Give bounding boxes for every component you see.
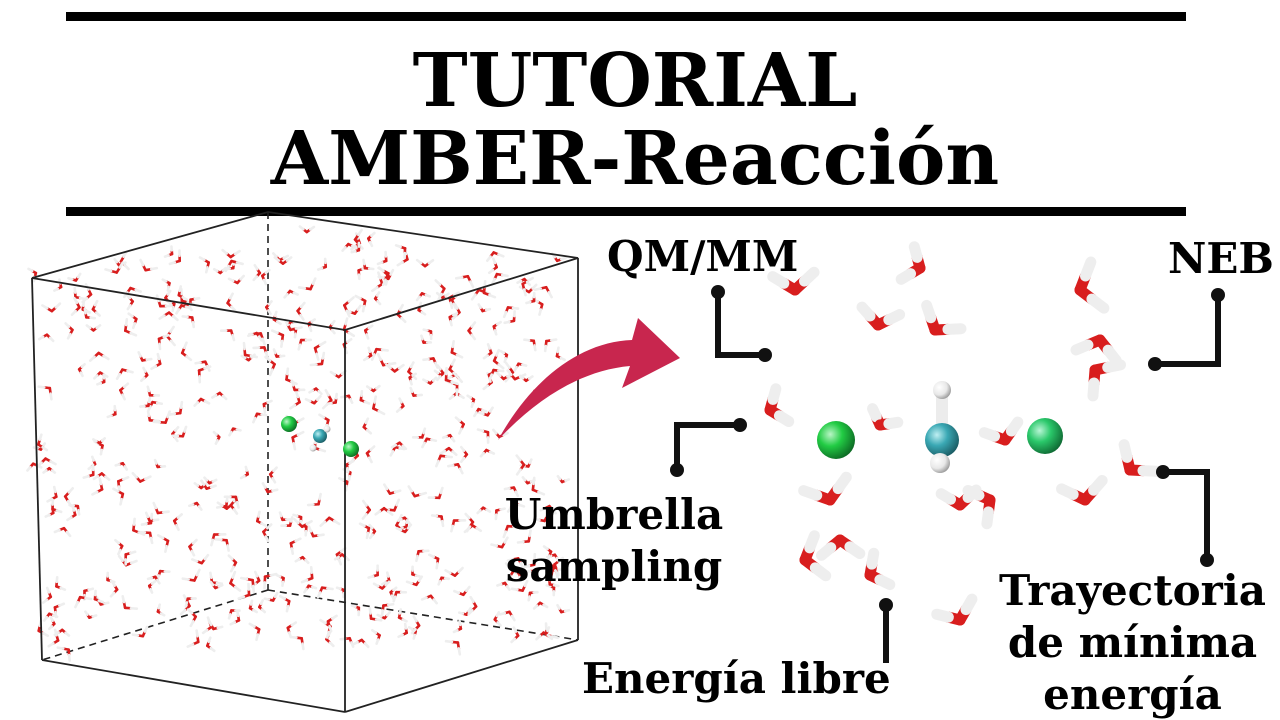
box-solute xyxy=(281,416,359,457)
curved-arrow xyxy=(498,318,680,440)
title-line-1: TUTORIAL xyxy=(412,38,858,124)
zoomed-solute xyxy=(817,381,1063,473)
label-umbrella-1: Umbrella xyxy=(504,490,724,539)
label-free-energy: Energía libre xyxy=(582,654,891,703)
top-rule xyxy=(66,12,1186,21)
label-mep-3: energía xyxy=(1043,670,1222,719)
label-neb: NEB xyxy=(1168,234,1274,283)
label-umbrella-2: sampling xyxy=(505,542,723,591)
bottom-rule xyxy=(66,207,1186,216)
label-mep-1: Trayectoria xyxy=(999,566,1266,615)
box-front-edges xyxy=(31,211,579,713)
connector-dots xyxy=(670,285,1225,612)
title-line-2: AMBER-Reacción xyxy=(270,116,1000,202)
label-qmmm: QM/MM xyxy=(607,232,799,281)
box-water-molecules xyxy=(26,225,571,662)
label-mep-2: de mínima xyxy=(1007,618,1258,667)
zoomed-water-molecules xyxy=(764,241,1162,626)
connectors xyxy=(674,289,1221,663)
